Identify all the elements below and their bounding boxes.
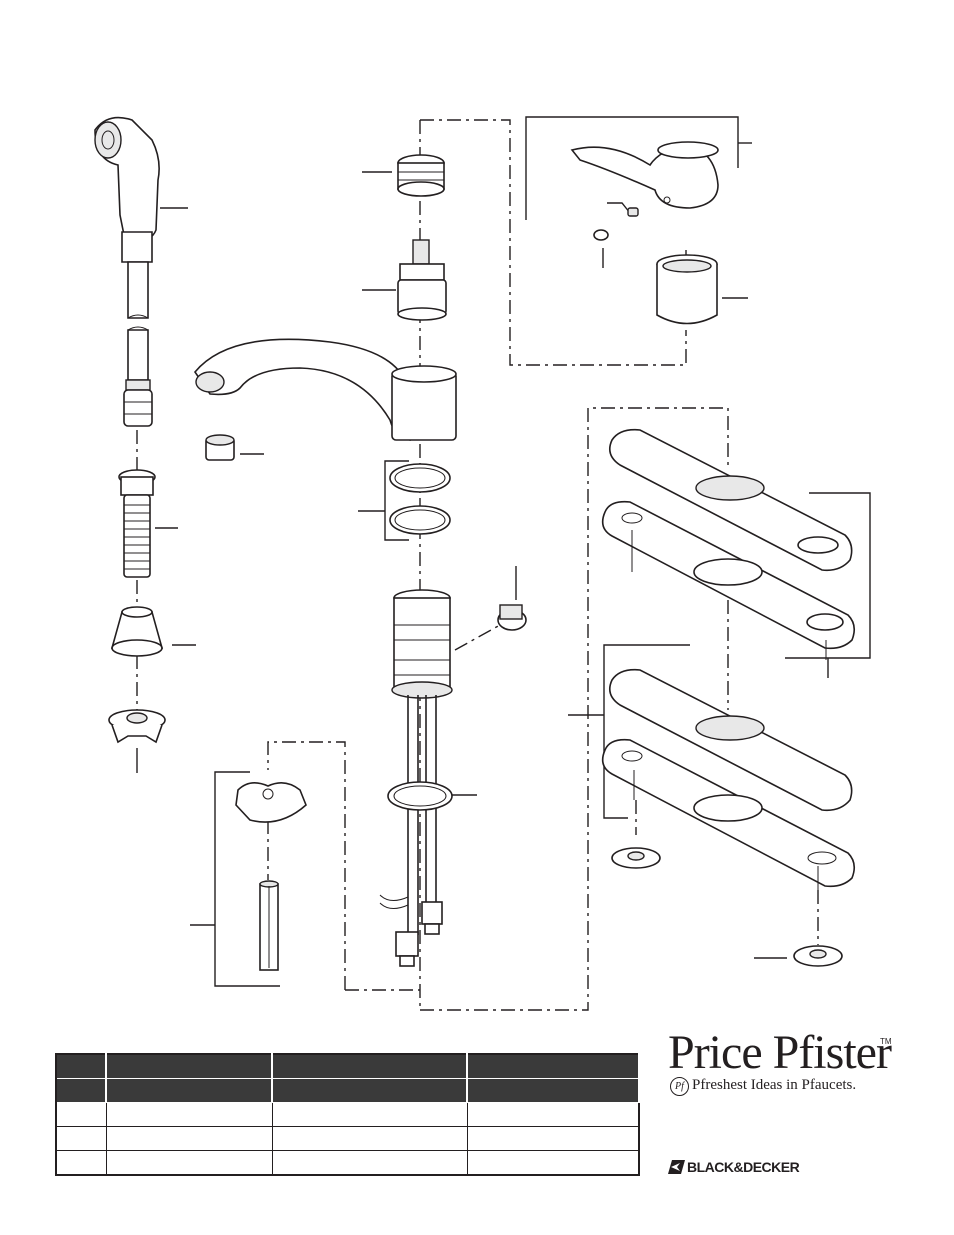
mounting-shank bbox=[259, 880, 279, 971]
table-cell bbox=[271, 1078, 468, 1103]
table-cell bbox=[55, 1149, 107, 1176]
table-row bbox=[55, 1149, 640, 1176]
handle-adapter bbox=[656, 254, 718, 325]
table-cell bbox=[55, 1078, 107, 1103]
black-and-decker-wordmark: BLACK&DECKER bbox=[687, 1159, 800, 1175]
mounting-bracket bbox=[235, 782, 307, 823]
diverter bbox=[497, 604, 527, 631]
supply-tubes bbox=[379, 695, 443, 967]
table-cell bbox=[466, 1125, 640, 1151]
table-cell bbox=[55, 1101, 107, 1127]
table-header-row bbox=[55, 1053, 640, 1079]
escutcheon-3-hole bbox=[609, 668, 853, 812]
aerator bbox=[205, 434, 235, 461]
parts-table bbox=[55, 1053, 640, 1176]
set-screws bbox=[593, 207, 639, 241]
black-and-decker-logo: BLACK&DECKER bbox=[668, 1159, 800, 1175]
table-cell bbox=[105, 1053, 273, 1079]
brand-block: Price Pfister TM Pf Pfreshest Ideas in P… bbox=[668, 1025, 908, 1185]
table-cell bbox=[105, 1125, 273, 1151]
spray-nut bbox=[110, 606, 164, 657]
black-and-decker-hexagon-icon bbox=[668, 1160, 685, 1174]
spray-hose bbox=[123, 261, 153, 427]
body-washer bbox=[387, 781, 453, 811]
o-rings bbox=[389, 463, 451, 535]
table-cell bbox=[271, 1053, 468, 1079]
cartridge bbox=[397, 239, 447, 321]
table-cell bbox=[271, 1125, 468, 1151]
table-header-row bbox=[55, 1078, 640, 1103]
handle bbox=[570, 141, 719, 209]
leader-lines bbox=[136, 171, 787, 959]
table-cell bbox=[466, 1078, 640, 1103]
faucet-body bbox=[391, 589, 453, 699]
table-cell bbox=[466, 1149, 640, 1176]
table-cell bbox=[55, 1125, 107, 1151]
table-row bbox=[55, 1125, 640, 1151]
brand-name: Price Pfister bbox=[668, 1026, 892, 1079]
mounting-nuts bbox=[611, 847, 843, 967]
table-cell bbox=[105, 1078, 273, 1103]
table-cell bbox=[55, 1053, 107, 1079]
spray-locknut bbox=[108, 709, 166, 744]
table-cell bbox=[466, 1101, 640, 1127]
table-row bbox=[55, 1101, 640, 1127]
trademark-symbol: TM bbox=[880, 1037, 892, 1046]
table-cell bbox=[271, 1149, 468, 1176]
hose-guide bbox=[118, 469, 156, 578]
callout-brackets bbox=[190, 116, 871, 987]
escutcheon-4-hole bbox=[609, 428, 853, 572]
table-cell bbox=[105, 1101, 273, 1127]
table-cell bbox=[466, 1053, 640, 1079]
gasket-3-hole bbox=[601, 738, 856, 890]
spout bbox=[193, 338, 457, 441]
table-cell bbox=[271, 1101, 468, 1127]
brand-tagline: Pfreshest Ideas in Pfaucets. bbox=[692, 1077, 857, 1093]
brand-monogram-icon: Pf bbox=[670, 1077, 689, 1096]
side-spray bbox=[94, 116, 160, 263]
table-cell bbox=[105, 1149, 273, 1176]
gasket-4-hole bbox=[601, 500, 856, 660]
bonnet-nut bbox=[397, 154, 445, 197]
